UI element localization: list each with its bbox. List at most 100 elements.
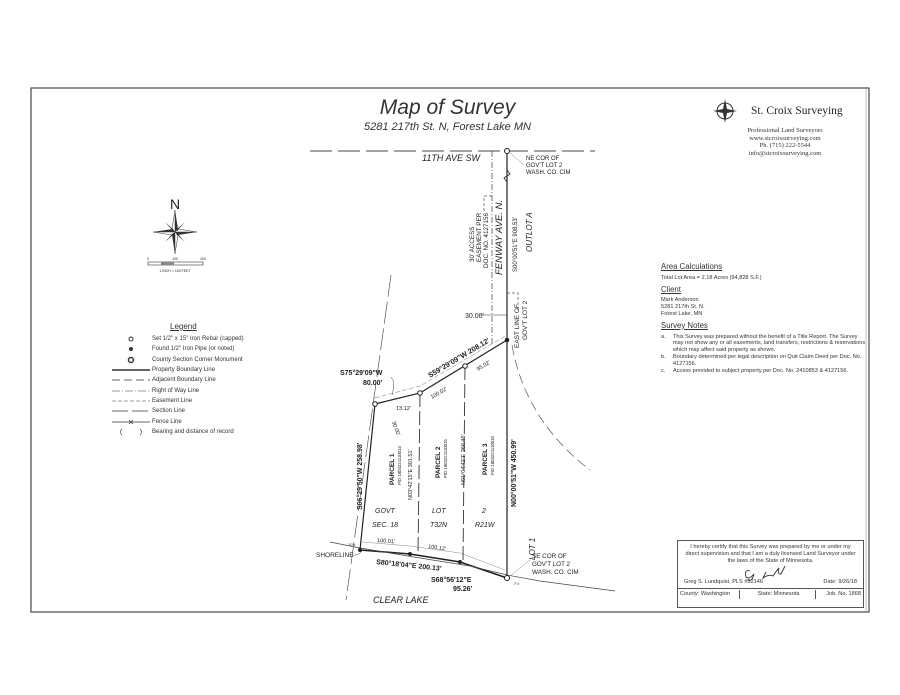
- page-title: Map of Survey: [379, 96, 516, 119]
- north-bearing: S59°29'09"W 208.12': [426, 336, 491, 380]
- legend-label: Adjacent Boundary Line: [152, 377, 216, 384]
- se-corner-label: GOV'T LOT 2: [532, 561, 571, 568]
- client-line: Forest Lake, MN: [661, 310, 703, 317]
- client-heading: Client: [661, 284, 681, 294]
- ten-ft-left: 10'±: [348, 542, 356, 547]
- page-frame: [30, 87, 870, 613]
- legend-label: Right of Way Line: [152, 387, 200, 394]
- survey-note: c.Access provided to subject property pe…: [661, 367, 849, 374]
- parcel-pid: PID 1803221110014: [397, 446, 402, 485]
- scale-text: 1 INCH = 100 FEET: [159, 269, 191, 273]
- scale-tick-100: 100: [172, 257, 178, 261]
- easement-label: 30' ACCESS: [469, 226, 476, 262]
- legend-item: Fence Line: [110, 416, 280, 426]
- notes-panel: Area Calculations Total Lot Area = 2.18 …: [661, 262, 866, 374]
- se-corner-label: SE COR OF: [532, 553, 567, 560]
- legend-item: Bearing and distance of record: [110, 427, 280, 437]
- set-rebar-marker: [462, 363, 468, 369]
- legend-label: Section Line: [152, 408, 186, 415]
- legend-label: Easement Line: [152, 397, 193, 404]
- legend-label: Set 1/2" x 15" Iron Rebar (capped): [152, 336, 244, 343]
- dim-30-diag: 30.00': [390, 421, 401, 437]
- legend-item: Section Line: [110, 406, 280, 416]
- company-website: www.stcroixsurveying.com: [749, 134, 821, 142]
- monument-icon: [110, 356, 152, 364]
- found-pipe-marker: [358, 548, 362, 552]
- lake-label: CLEAR LAKE: [373, 595, 430, 605]
- compass-rose-icon: [713, 99, 737, 123]
- easement-line: [483, 195, 492, 212]
- legend-item: Adjacent Boundary Line: [110, 375, 280, 385]
- client-line: 5281 217th St. N.: [661, 304, 705, 311]
- fence-line-icon: [110, 418, 152, 426]
- open-circle-icon: [110, 335, 152, 343]
- offset-line: [374, 334, 508, 399]
- company-name: St. Croix Surveying: [751, 105, 843, 117]
- east-line-label: EAST LINE OF: [514, 304, 521, 348]
- filled-circle-icon: [110, 345, 152, 353]
- short-dash-icon: [110, 397, 152, 405]
- certification-text: I hereby certify that this Survey was pr…: [685, 544, 856, 564]
- long-dash-icon: [110, 376, 152, 384]
- road-north-label: 11TH AVE SW: [422, 153, 482, 163]
- east-bearing: N00°00'51"W 450.99': [510, 439, 518, 507]
- dash-dot-icon: [110, 387, 152, 395]
- east-line-label: GOV'T LOT 2: [522, 300, 529, 340]
- se-corner-monument: [504, 575, 510, 581]
- legend-item: Property Boundary Line: [110, 365, 280, 375]
- legend-item: Easement Line: [110, 396, 280, 406]
- legend-label: Property Boundary Line: [152, 367, 216, 374]
- south-offset-line: [361, 541, 506, 571]
- found-pipe-marker: [504, 337, 510, 343]
- county: County: Washington: [678, 590, 740, 599]
- fenway-bearing: S00°00'51"E 908.53': [513, 217, 519, 272]
- survey-notes-heading: Survey Notes: [661, 320, 708, 330]
- ne-corner-label: NE COR OF: [526, 156, 560, 162]
- section-line: [345, 274, 392, 601]
- north-sub-1: 100.02': [430, 386, 448, 400]
- adjacent-boundary-curve: [511, 344, 591, 471]
- parcel-label: PARCEL 1: [389, 453, 396, 485]
- parcel-divider-2: [462, 365, 466, 561]
- company-phone: Ph. (715) 222-5544: [759, 142, 811, 149]
- easement-label: EASEMENT PER: [476, 212, 483, 262]
- break-symbol: [503, 169, 511, 183]
- shoreline-label: SHORELINE: [316, 552, 354, 559]
- south-sub-2: 100.12': [428, 544, 447, 552]
- legend-item: Set 1/2" x 15" Iron Rebar (capped): [110, 334, 280, 344]
- easement-line-2: [507, 292, 519, 310]
- north-arrow-icon: [152, 209, 198, 255]
- company-email: info@stcroixsurveying.com: [748, 149, 822, 157]
- legend: Legend Set 1/2" x 15" Iron Rebar (capped…: [110, 322, 280, 437]
- parcel-label: PARCEL 2: [435, 446, 442, 478]
- ne-corner-monument: [504, 148, 510, 154]
- cert-date: Date: 9/26/18: [823, 579, 857, 585]
- jog-bearing: S75°29'09"W: [340, 369, 383, 377]
- page-subtitle: 5281 217th St. N, Forest Lake MN: [364, 121, 531, 133]
- legend-title: Legend: [170, 322, 197, 331]
- govt-lot-label: 2: [481, 508, 486, 515]
- legend-item: County Section Corner Monument: [110, 355, 280, 365]
- ten-ft-right: 7'±: [514, 581, 520, 586]
- set-rebar-marker: [372, 401, 378, 407]
- legend-label: County Section Corner Monument: [152, 356, 243, 363]
- signer-name: Greg S. Lundquist, PLS #52146: [684, 579, 763, 585]
- legend-label: Found 1/2" Iron Pipe (or noted): [152, 346, 235, 353]
- found-pipe-marker: [458, 560, 462, 564]
- survey-note: b.Boundary determined per legal descript…: [661, 353, 862, 367]
- set-rebar-marker: [417, 390, 423, 396]
- west-bearing: S06°29'50"W 258.98': [356, 442, 364, 510]
- legend-item: Right of Way Line: [110, 385, 280, 395]
- outlot-label: OUTLOT A: [525, 212, 534, 252]
- parens-icon: [110, 428, 152, 436]
- govt-lot-label: GOVT: [375, 508, 396, 515]
- found-pipe-marker: [408, 552, 412, 556]
- jog-distance: 80.00': [363, 380, 383, 387]
- north-sub-2: 95.02': [476, 360, 492, 373]
- survey-note: a.This Survey was prepared without the b…: [661, 333, 866, 354]
- parcel-pid: PID 1803221110016: [490, 436, 495, 475]
- scale-tick-0: 0: [147, 257, 149, 261]
- width-30-label: 30.00': [465, 313, 484, 320]
- scale-tick-200: 200: [200, 257, 206, 261]
